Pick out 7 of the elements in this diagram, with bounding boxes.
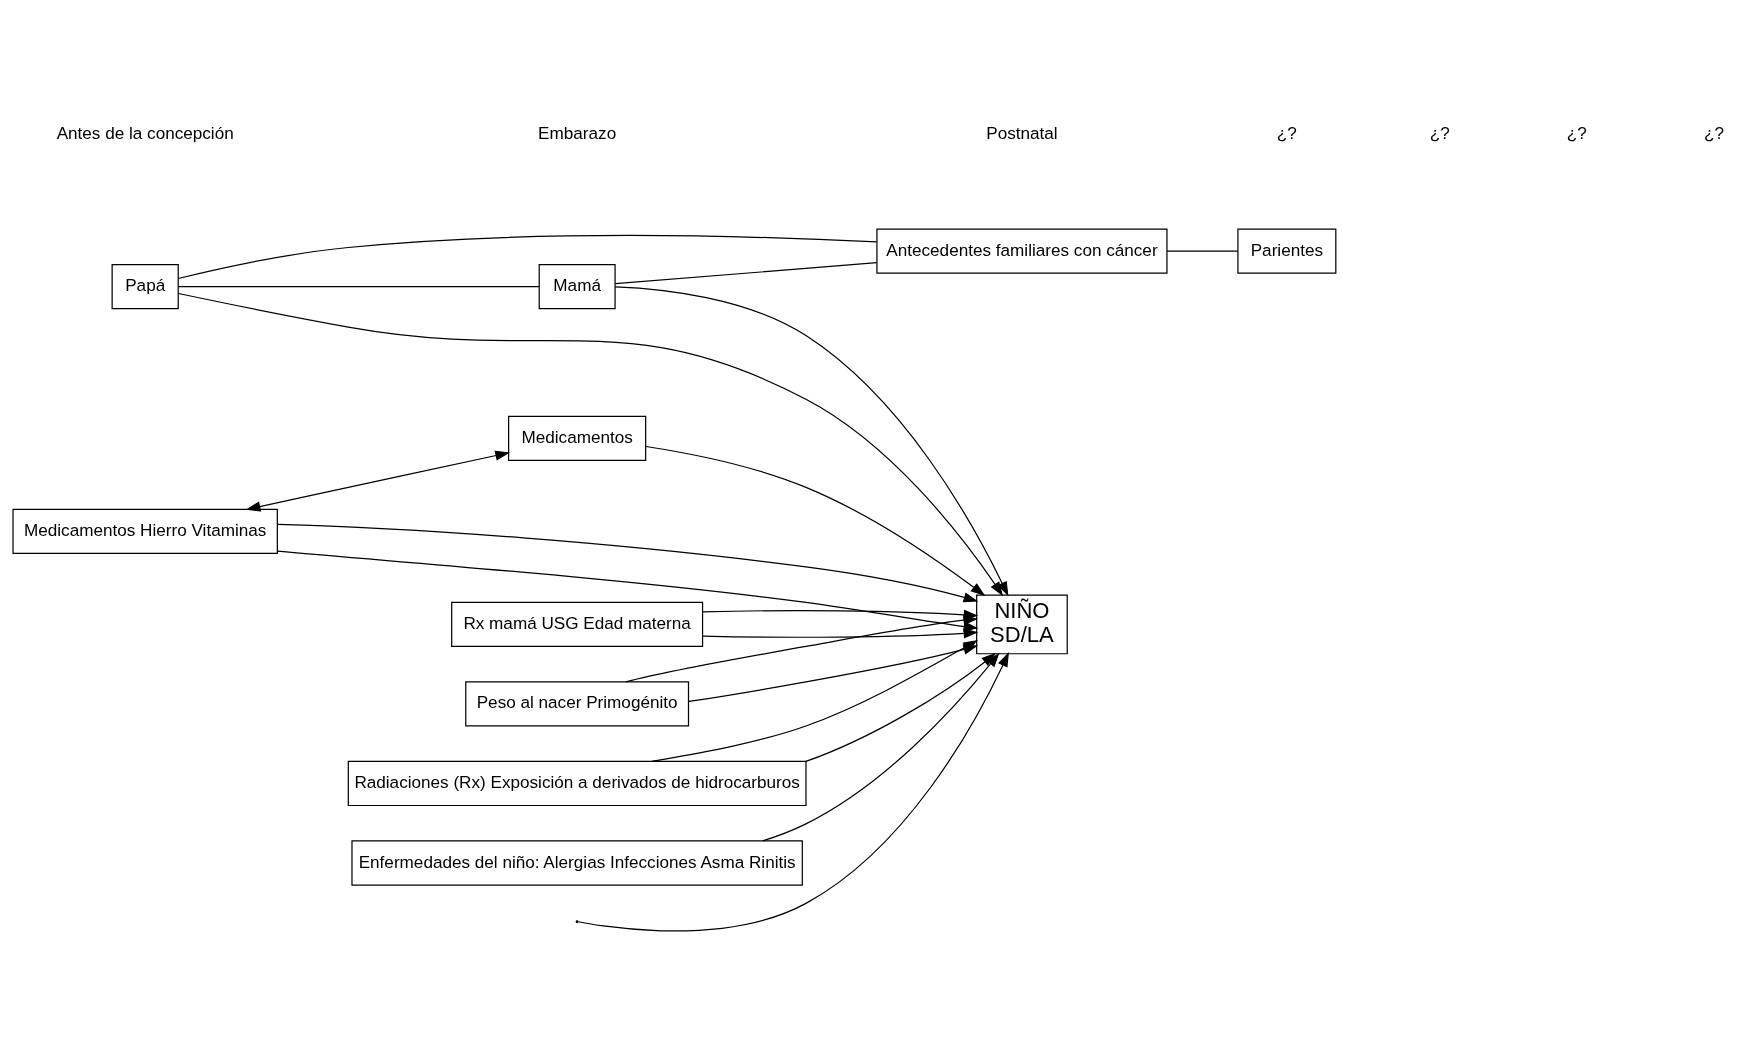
label: ¿? (1703, 123, 1724, 144)
label: ¿? (1566, 123, 1587, 144)
label: ¿? (1276, 123, 1297, 144)
label: Postnatal (986, 123, 1058, 144)
label: Embarazo (538, 123, 617, 144)
label: Antes de la concepción (56, 123, 234, 144)
label: ¿? (1429, 123, 1450, 144)
